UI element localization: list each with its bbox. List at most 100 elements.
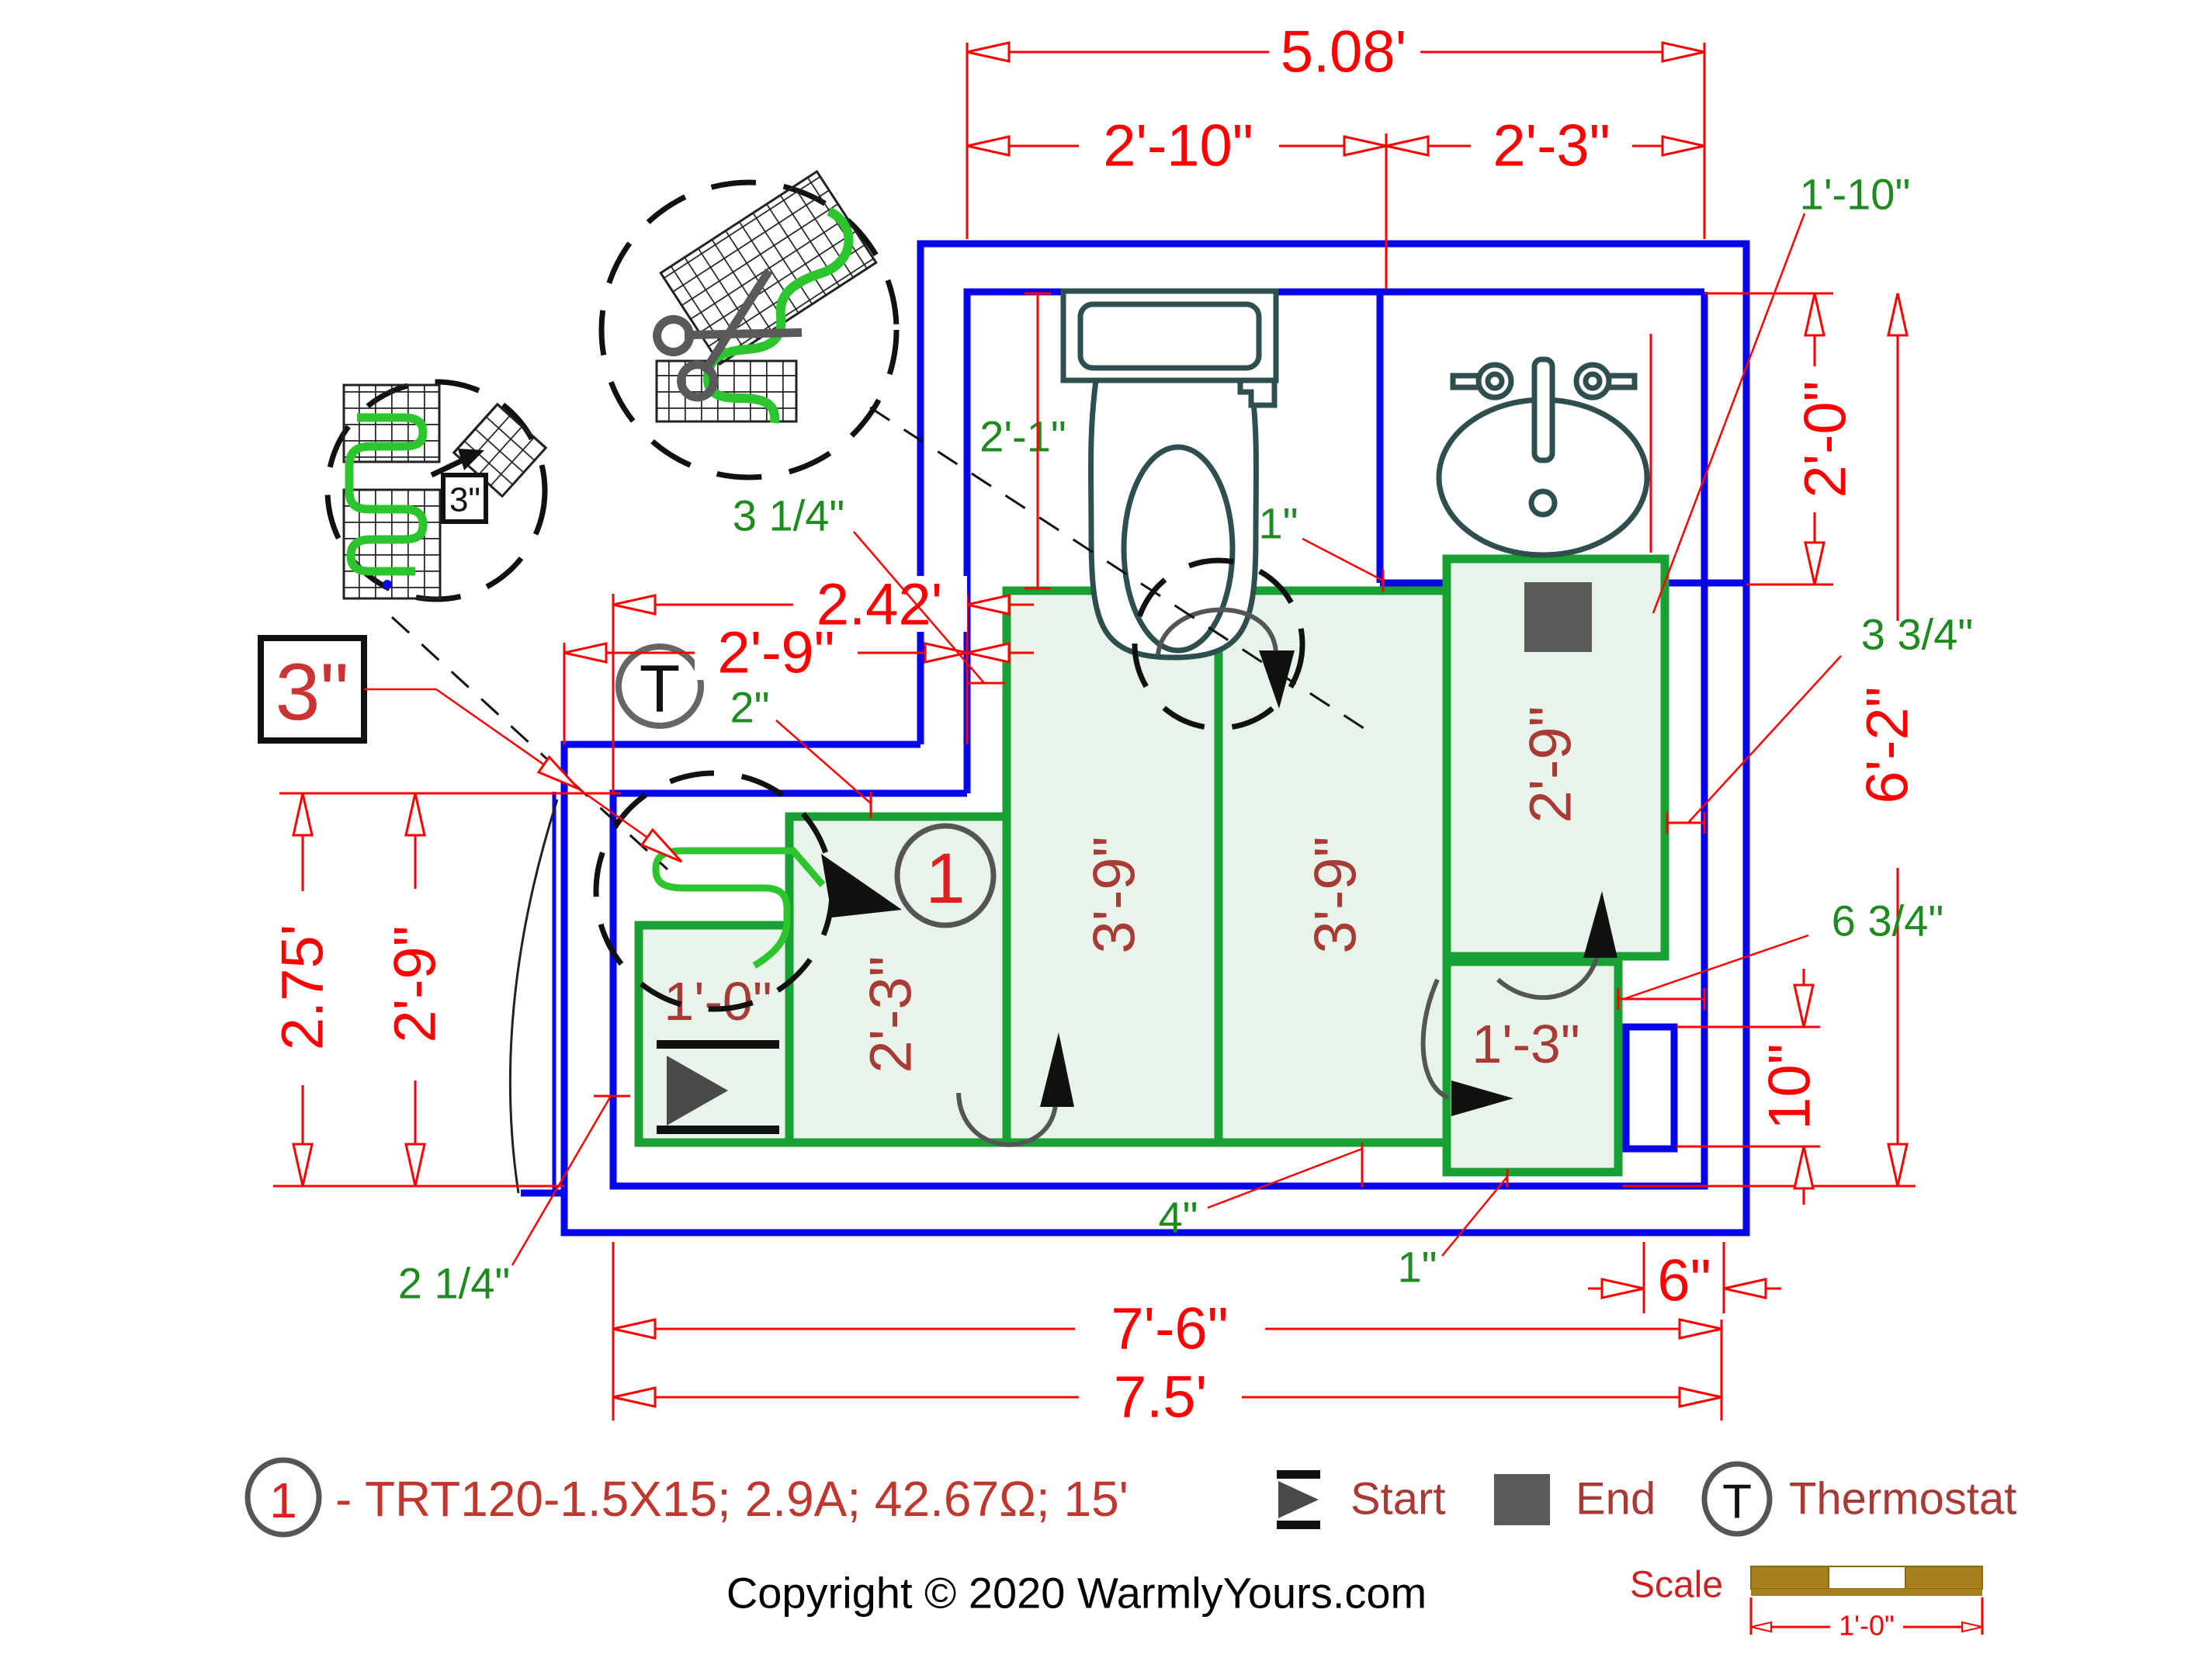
footer: Copyright © 2020 WarmlyYours.com Scale 1…	[726, 1565, 1984, 1642]
mat-f-label: 1'-3"	[1472, 1014, 1579, 1074]
detail1-cable	[702, 206, 854, 424]
dim-right-upper: 2'-0"	[1793, 380, 1859, 498]
leader-bottom-gap	[1207, 1147, 1363, 1209]
label-mat-top-gap: 2"	[730, 683, 769, 732]
mat-d	[1214, 586, 1451, 1147]
start-symbol	[657, 1040, 779, 1134]
scale-bar	[1750, 1566, 1983, 1596]
legend-thermostat-label: Thermostat	[1789, 1474, 2016, 1524]
dimensions-bottom: 4" 1" 6" 7'-6" 7.5'	[612, 1143, 1781, 1431]
detail2-spacing-box	[441, 473, 488, 524]
legend-start-label: Start	[1350, 1474, 1446, 1524]
cable-routing: 1	[652, 582, 1617, 1147]
flow-arc-d-e	[1496, 956, 1600, 1001]
thermostat: T	[615, 643, 704, 729]
legend-thermostat-circle	[1701, 1461, 1773, 1537]
detail1-circle	[598, 179, 900, 480]
spacing-callout: 3"	[258, 635, 683, 863]
dim-bottom-inner: 7'-6"	[1111, 1296, 1228, 1362]
mat-a-label: 1'-0"	[664, 971, 771, 1032]
dim-top-left: 2'-10"	[1103, 113, 1253, 179]
flow-arrow-b-c	[1040, 1032, 1074, 1107]
legend-number: 1	[269, 1472, 297, 1528]
flow-arc-b-c	[956, 1092, 1058, 1147]
dim-29h-bg	[695, 626, 858, 680]
start-bar-bottom	[657, 1126, 779, 1134]
dim-left-height: 2'-9"	[383, 925, 449, 1042]
scale-seg-3	[1905, 1566, 1983, 1590]
toilet-handle	[1237, 377, 1278, 408]
label-bottom-gap: 4"	[1158, 1193, 1198, 1242]
detail1-mesh-rotated	[659, 169, 878, 366]
legend-end-label: End	[1576, 1474, 1656, 1524]
sink-drain	[1528, 488, 1558, 518]
start-triangle	[667, 1056, 728, 1126]
dim-top-right: 2'-3"	[1493, 113, 1610, 179]
mat-e-label: 2'-9"	[1518, 706, 1584, 823]
mat-labels: 1'-0" 2'-3" 3'-9" 3'-9" 2'-9" 1'-3"	[664, 706, 1583, 1074]
label-step-gap: 3 1/4"	[733, 491, 844, 540]
detail-connector-1	[869, 406, 1367, 731]
door-swing-arc	[508, 799, 559, 1194]
plan-detail-markers	[390, 406, 1367, 1012]
cable-arrow-mat-b	[821, 854, 902, 917]
label-door-gap: 2 1/4"	[398, 1259, 510, 1308]
flow-arc-c-d	[1156, 607, 1278, 655]
wall-niche	[1622, 1023, 1678, 1153]
spacing-leader-2	[435, 688, 580, 790]
sink-handle-right-dot	[1583, 371, 1603, 391]
dimensions-left: 2.75' 2'-9" 2 1/4"	[270, 792, 630, 1308]
scale-value: 1'-0"	[1839, 1610, 1895, 1642]
detail-circle-toilet-area	[1132, 557, 1305, 731]
scale-label: Scale	[1630, 1565, 1723, 1606]
mat-b-label: 2'-3"	[858, 956, 924, 1073]
flow-arrow-d-e	[1583, 891, 1617, 958]
sink	[1436, 356, 1650, 558]
fixtures	[1060, 288, 1650, 661]
leader-gap-lower	[1623, 934, 1809, 1001]
dim-mid-width: 2'-9"	[717, 620, 834, 686]
flow-arrow-f	[1451, 1080, 1513, 1116]
detail2-spacing-label: 3"	[449, 481, 480, 519]
dim-242-bg	[793, 576, 967, 632]
detail2-arrow-line	[430, 456, 466, 478]
mat-d-label: 3'-9"	[1303, 836, 1369, 953]
start-bar-top	[657, 1040, 779, 1049]
legend-start-bar-top	[1277, 1470, 1320, 1479]
dimensions-right: 1'-10" 2'-0" 6'-2" 3 3/4" 6 3/4" 10"	[1617, 170, 1973, 1205]
label-right-gap-upper: 3 3/4"	[1861, 610, 1973, 659]
leader-mat-top-gap	[775, 720, 872, 804]
end-symbol	[1524, 582, 1592, 652]
mat-e	[1442, 554, 1669, 961]
dimensions-middle: 2.42' 2'-9" 3 1/4" 2" 2'-1" 1"	[563, 292, 1385, 818]
label-right-gap-lower: 6 3/4"	[1832, 897, 1943, 945]
leader-step-gap	[853, 531, 985, 684]
flow-arrow-c-d	[1259, 650, 1295, 709]
mat-number: 1	[925, 839, 965, 918]
detail2-cable	[345, 413, 428, 576]
label-toilet-clearance: 2'-1"	[979, 412, 1066, 461]
dim-niche-height: 10"	[1757, 1043, 1823, 1130]
flow-arc-f	[1420, 978, 1450, 1100]
toilet-tank-lid	[1077, 301, 1262, 371]
detail2-arrow-head	[458, 449, 484, 470]
dim-right-overall: 6'-2"	[1855, 686, 1921, 803]
leader-sink-gap	[1302, 537, 1384, 582]
dim-bottom-overall: 7.5'	[1114, 1365, 1207, 1431]
scale-base-strip	[1751, 1589, 1982, 1596]
mat-number-circle	[894, 823, 997, 928]
detail-view-spacing: 3"	[324, 379, 548, 602]
leader-door-gap	[511, 1095, 612, 1266]
detail-circle-start-area	[593, 770, 835, 1012]
legend-number-circle	[244, 1457, 322, 1538]
detail-connector-2	[390, 616, 669, 871]
sink-faucet	[1531, 356, 1555, 463]
spacing-box-label: 3"	[276, 647, 349, 737]
thermostat-symbol: T	[640, 652, 681, 727]
legend-thermostat-symbol: T	[1722, 1476, 1752, 1529]
dimensions-top: 5.08' 2'-10" 2'-3"	[966, 19, 1706, 289]
label-sink-mat-offset: 1'-10"	[1800, 170, 1911, 219]
legend-start-bar-bottom	[1277, 1521, 1320, 1529]
